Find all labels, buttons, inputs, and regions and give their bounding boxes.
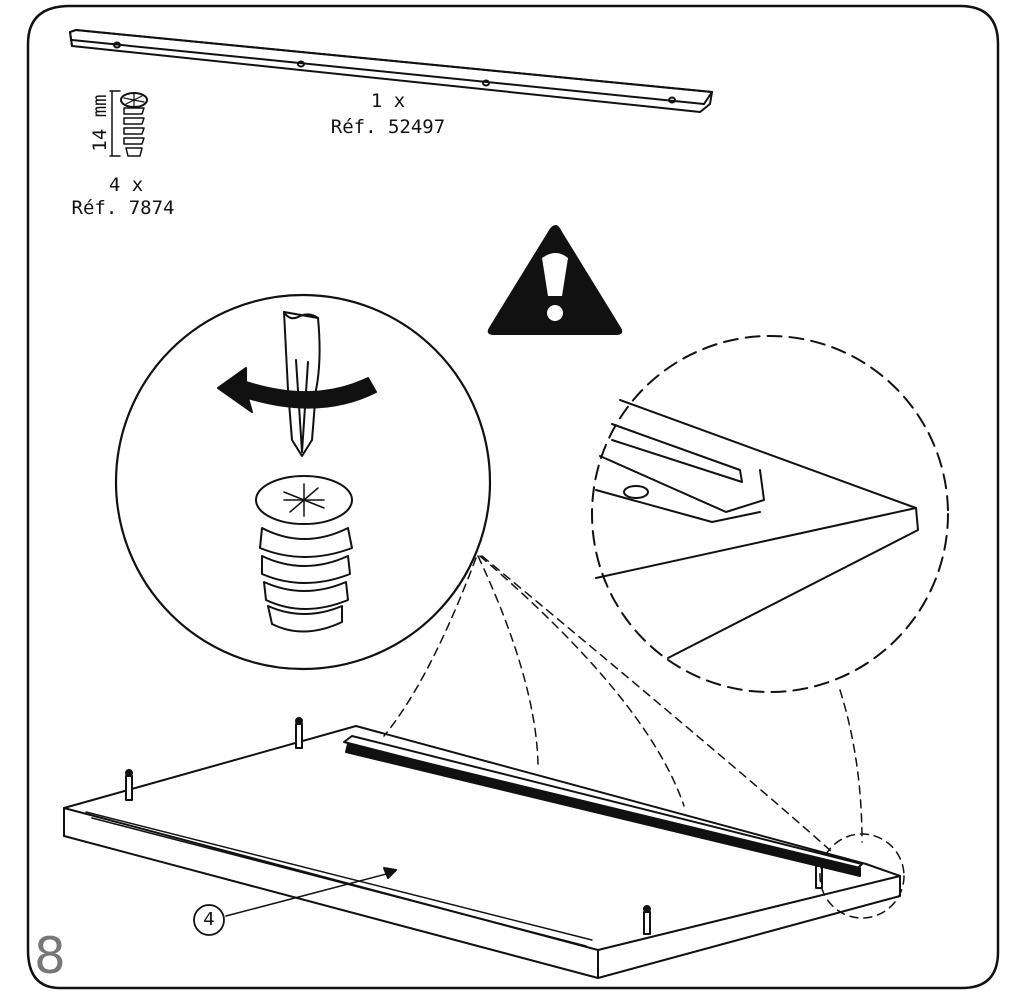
rail-reference: Réf. 52497 — [330, 116, 446, 138]
step-number: 8 — [34, 927, 66, 985]
screwdriver-icon — [283, 311, 321, 457]
rotate-arrow-icon — [217, 367, 377, 413]
screwdriver-detail — [114, 293, 492, 671]
screw-reference: Réf. 7874 — [71, 197, 175, 219]
screw-part-illustration — [109, 90, 148, 157]
rail-edge-detail — [591, 335, 949, 693]
screw-length: 14 mm — [89, 94, 111, 152]
panel-callout-number: 4 — [203, 909, 215, 930]
screw-icon — [255, 475, 353, 633]
panel-callout — [193, 867, 397, 936]
detail-leader-lines — [383, 555, 905, 919]
warning-icon — [487, 225, 623, 335]
rail-part-illustration — [69, 29, 713, 113]
screw-quantity: 4 x — [108, 174, 144, 196]
panel-illustration — [63, 717, 901, 979]
rail-quantity: 1 x — [370, 90, 406, 112]
page-frame — [26, 4, 1000, 990]
